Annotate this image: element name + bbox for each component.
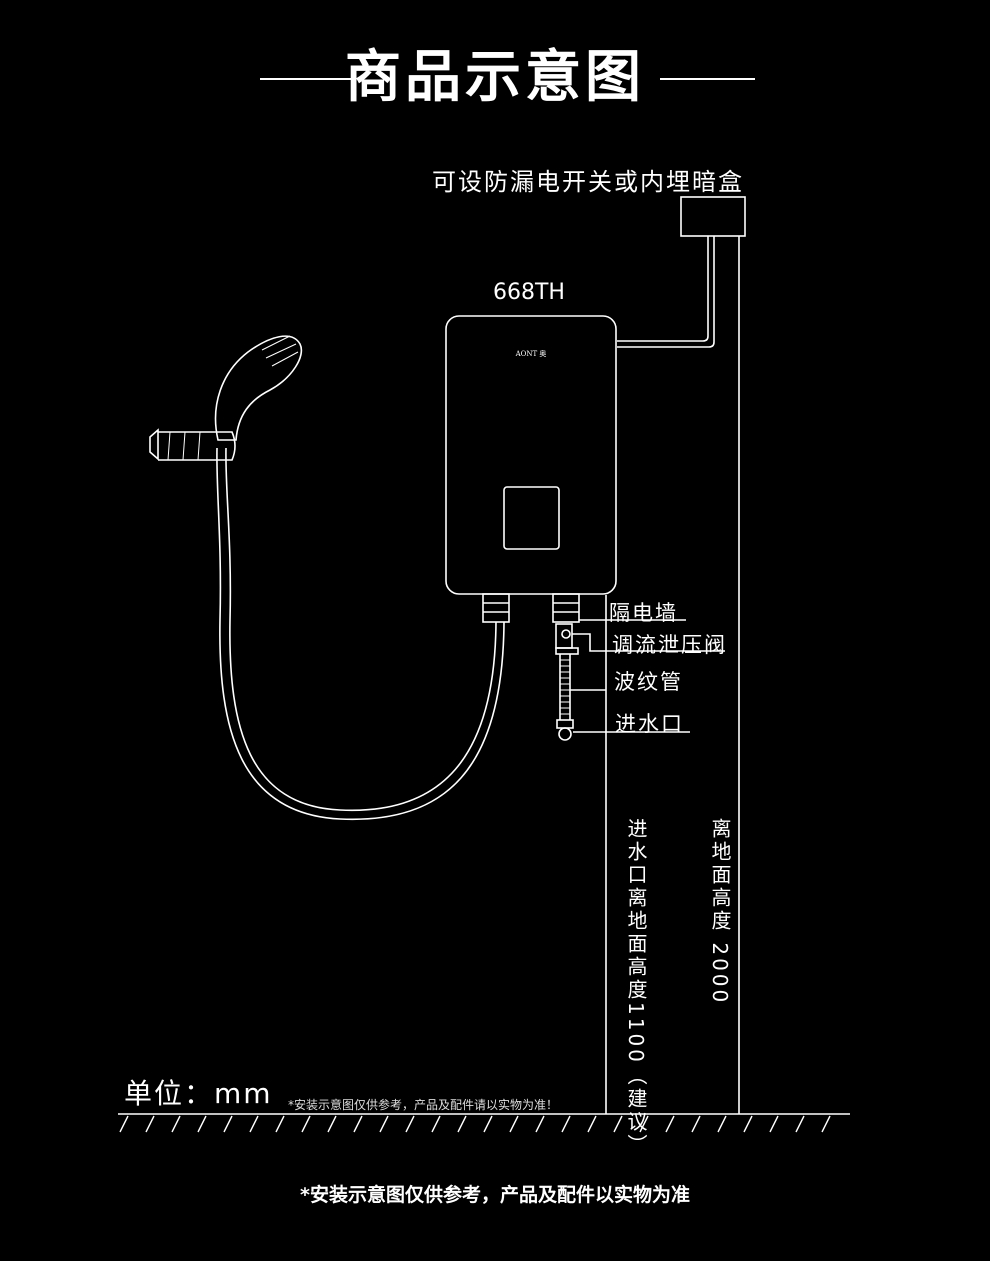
heater-display [503,486,560,550]
valve-leader [572,633,725,652]
power-cable [617,236,709,342]
outlet-fitting [482,593,510,623]
title-left-rule [260,78,355,80]
wall-label: 隔电墙 [609,601,678,625]
inlet-label: 进水口 [615,712,684,736]
floor-hatching [119,1115,831,1133]
unit-label: 单位：mm [124,1077,273,1110]
inlet-fitting [552,593,580,623]
heater-body [445,315,617,595]
disclaimer-note: *安装示意图仅供参考，产品及配件以实物为准 [300,1184,690,1206]
shower-head [214,335,303,441]
diagram-note: *安装示意图仅供参考，产品及配件请以实物为准！ [288,1098,559,1112]
heater-height-label: 离地面高度 2000 [708,818,732,1006]
hose-label: 波纹管 [614,670,683,694]
brand-logo: AONT 奥 [515,349,547,358]
page-title: 商品示意图 [345,45,645,110]
shower-bracket [149,428,159,461]
switch-box-label: 可设防漏电开关或内埋暗盒 [432,168,744,196]
model-label: 668TH [493,280,565,305]
inlet-height-label: 进水口离地面高度1100（建议） [624,818,648,1157]
switch-box [680,196,746,237]
valve-label: 调流泄压阀 [612,633,727,657]
shower-hose [225,447,497,812]
title-right-rule [660,78,755,80]
